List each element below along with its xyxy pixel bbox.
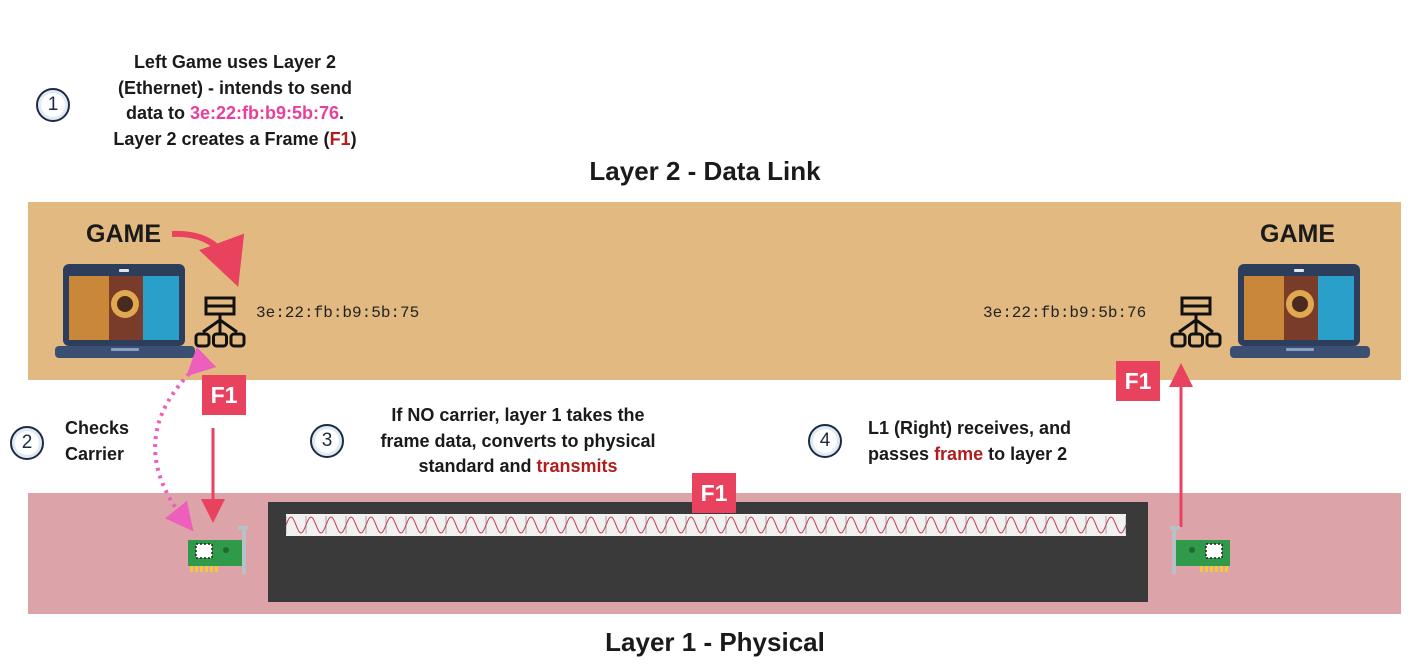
layer1-title: Layer 1 - Physical xyxy=(605,627,825,657)
layer2-band xyxy=(28,202,1401,380)
step-1-line-1: Left Game uses Layer 2 xyxy=(133,52,337,72)
step-1-caption: Left Game uses Layer 2 (Ethernet) - inte… xyxy=(80,50,390,152)
step-4-line-1: L1 (Right) receives, and xyxy=(868,418,1072,438)
network-card-icon xyxy=(188,526,248,574)
step-3-line-2: frame data, converts to physical xyxy=(380,430,656,451)
step-1-number: 1 xyxy=(47,94,59,115)
step-4-badge: 4 xyxy=(808,424,842,458)
step-2-caption: Checks Carrier xyxy=(65,416,129,467)
step-4-line-2: passes frame to layer 2 xyxy=(868,443,1068,464)
frame-name: F1 xyxy=(329,128,351,149)
layer2-title: Layer 2 - Data Link xyxy=(589,156,821,186)
left-frame-f1: F1 xyxy=(202,375,246,415)
curved-arrow xyxy=(171,230,245,287)
laptop-icon xyxy=(1230,264,1370,358)
network-adapter-icon xyxy=(1170,296,1222,348)
right-mac-address: 3e:22:fb:b9:5b:76 xyxy=(983,304,1147,322)
step-3-caption: If NO carrier, layer 1 takes the frame d… xyxy=(352,403,684,480)
laptop-icon xyxy=(55,264,195,358)
step-1-badge: 1 xyxy=(36,88,70,122)
signal-waveform xyxy=(286,514,1126,536)
step-3-number: 3 xyxy=(321,430,333,451)
step-4-number: 4 xyxy=(819,430,831,451)
step-3-line-3: standard and transmits xyxy=(418,456,618,476)
step-1-line-3: data to 3e:22:fb:b9:5b:76. xyxy=(125,103,345,123)
step-1-line-4: Layer 2 creates a Frame (F1) xyxy=(113,128,357,149)
network-card-icon xyxy=(1170,526,1230,574)
step-2-line-1: Checks xyxy=(65,418,130,438)
step-3-badge: 3 xyxy=(310,424,344,458)
step-2-number: 2 xyxy=(21,432,33,453)
network-adapter-icon xyxy=(194,296,246,348)
right-frame-f1: F1 xyxy=(1116,361,1160,401)
transmits-highlight: transmits xyxy=(536,456,618,476)
left-game-label: GAME xyxy=(86,220,161,248)
right-game-label: GAME xyxy=(1260,220,1335,248)
step-3-line-1: If NO carrier, layer 1 takes the xyxy=(391,405,645,425)
step-2-line-2: Carrier xyxy=(65,443,125,464)
carrier-check-arrow xyxy=(153,346,217,532)
middle-frame-f1: F1 xyxy=(692,473,736,513)
frame-highlight: frame xyxy=(934,443,984,464)
left-mac-address: 3e:22:fb:b9:5b:75 xyxy=(256,304,420,322)
destination-mac: 3e:22:fb:b9:5b:76 xyxy=(189,103,340,123)
step-1-line-2: (Ethernet) - intends to send xyxy=(118,77,352,98)
step-4-caption: L1 (Right) receives, and passes frame to… xyxy=(868,416,1071,467)
step-2-badge: 2 xyxy=(10,426,44,460)
